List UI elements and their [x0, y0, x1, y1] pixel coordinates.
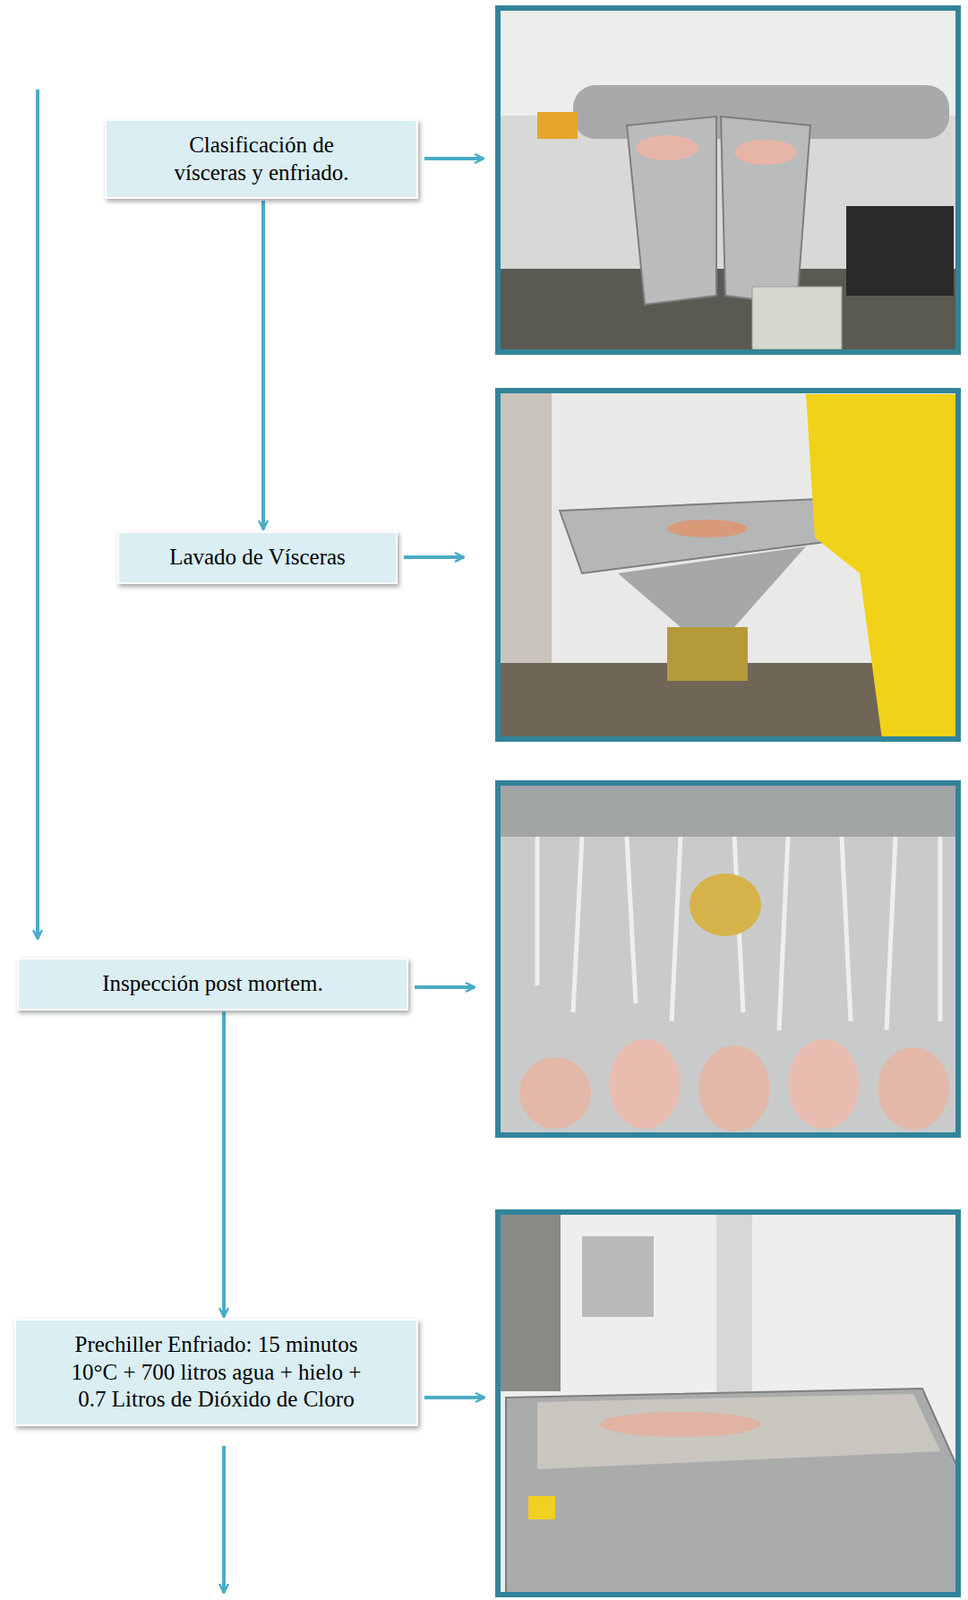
step-label: Clasificación de vísceras y enfriado.	[155, 131, 368, 187]
chicken-parts	[635, 135, 699, 161]
photo-frame	[497, 8, 959, 352]
water	[537, 1393, 941, 1469]
photo	[497, 8, 959, 352]
photo-ground	[497, 390, 959, 739]
carcass	[519, 1056, 592, 1129]
trough	[626, 116, 717, 305]
chiller-tank	[505, 1387, 959, 1594]
flow-arrow	[222, 1011, 226, 1318]
trough	[720, 116, 811, 305]
step-label: Inspección post mortem.	[36, 969, 389, 998]
process-box: Inspección post mortem.	[17, 957, 409, 1011]
worker	[689, 873, 762, 936]
photo	[497, 1211, 959, 1594]
flow-line	[222, 1445, 226, 1593]
carcass	[877, 1046, 950, 1130]
carcass	[788, 1038, 860, 1129]
crate	[846, 205, 954, 296]
flow-line	[35, 89, 40, 939]
photo-frame	[497, 390, 959, 739]
photo-ground	[497, 8, 959, 352]
flow-arrow	[261, 200, 266, 530]
hopper	[617, 546, 806, 627]
step-label: Prechiller Enfriado: 15 minutos 10°C + 7…	[65, 1330, 368, 1414]
chicken-parts	[734, 139, 797, 165]
photo-pointer	[424, 156, 484, 161]
viscera	[667, 519, 748, 538]
photo-pointer	[414, 985, 475, 989]
photo-ground	[497, 1211, 959, 1594]
chicken	[599, 1411, 762, 1437]
viscera-crate	[667, 626, 748, 681]
worker-suit	[805, 394, 959, 739]
shackles	[537, 836, 941, 1030]
crate	[537, 111, 578, 139]
photo-pointer	[403, 555, 464, 559]
rail	[497, 782, 959, 837]
machine	[582, 1235, 654, 1317]
carcass	[698, 1045, 771, 1131]
carcass	[608, 1038, 681, 1129]
step-label: Lavado de Vísceras	[137, 543, 378, 572]
photo-pointer	[424, 1395, 485, 1399]
process-box: Clasificación de vísceras y enfriado.	[104, 119, 419, 199]
photo-frame	[497, 782, 959, 1135]
crate	[752, 286, 842, 350]
wall	[497, 1211, 561, 1391]
photo	[497, 782, 959, 1135]
process-box: Lavado de Vísceras	[117, 531, 398, 584]
photo-ground	[497, 782, 959, 1135]
photo	[497, 390, 959, 739]
process-box: Prechiller Enfriado: 15 minutos 10°C + 7…	[14, 1318, 419, 1426]
warning-label	[528, 1495, 556, 1519]
photo-frame	[497, 1211, 959, 1594]
